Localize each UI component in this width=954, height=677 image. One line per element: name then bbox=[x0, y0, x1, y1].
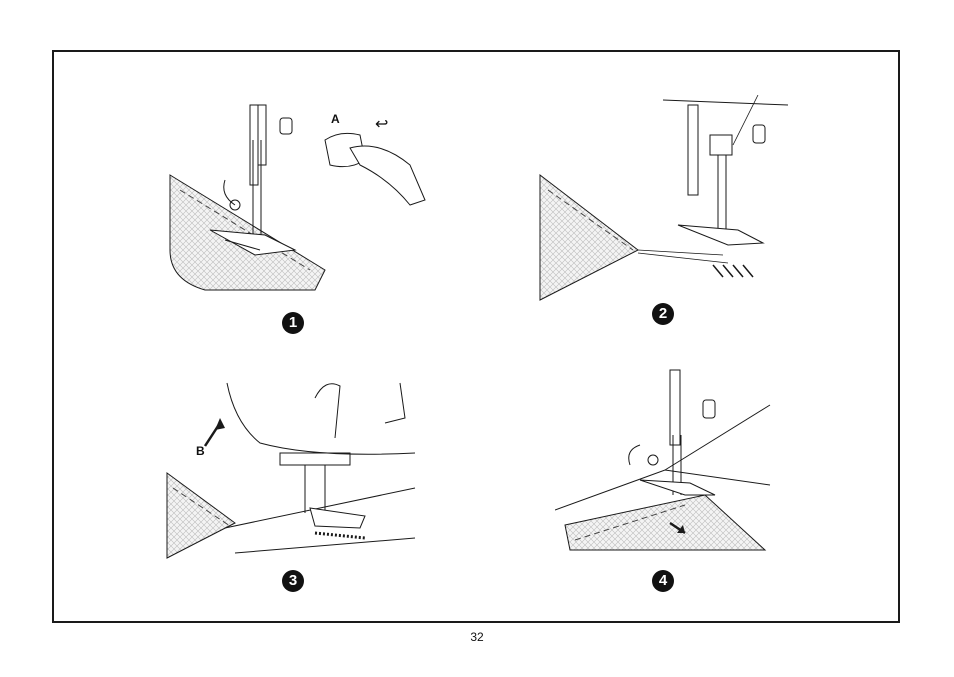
step-1-illustration: A ↩ bbox=[165, 100, 435, 300]
step-3-number: 3 bbox=[282, 570, 304, 592]
step-4-number: 4 bbox=[652, 570, 674, 592]
callout-a: A bbox=[331, 112, 340, 126]
step-2-illustration bbox=[538, 95, 798, 310]
step-1-number: 1 bbox=[282, 312, 304, 334]
step-4-illustration bbox=[555, 365, 775, 555]
callout-b: B bbox=[196, 444, 205, 458]
reverse-arrow-icon: ↩ bbox=[375, 114, 388, 134]
step-3-illustration: B bbox=[165, 378, 420, 563]
page-number: 32 bbox=[0, 630, 954, 644]
step-2-number: 2 bbox=[652, 303, 674, 325]
